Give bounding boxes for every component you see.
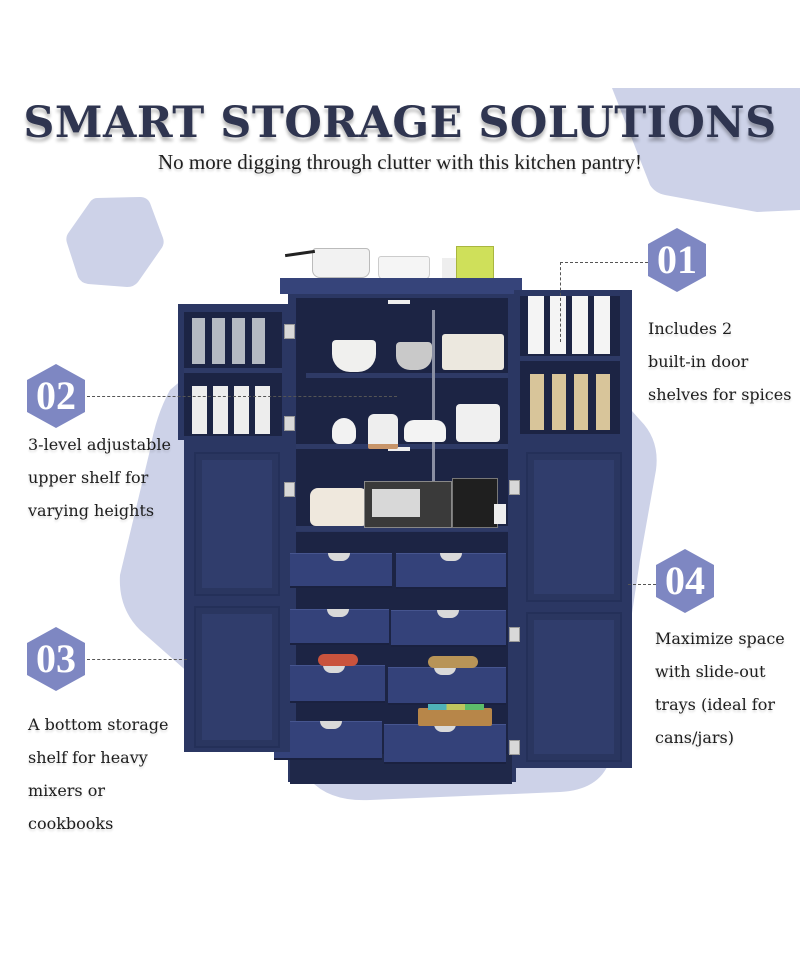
paper-towel-rolls-icon [528,296,612,354]
bowls-icon [332,340,376,372]
slide-out-tray-1[interactable] [288,553,392,586]
leader-line-02 [87,396,397,397]
pot-icon [312,248,370,278]
hexagon-icon [656,549,714,613]
handle-middle [388,447,410,451]
shelf-3 [296,526,508,531]
coffee-maker-icon [452,478,498,528]
casserole-icon [456,404,500,442]
slow-cooker-icon [310,488,368,526]
shelf-rail [432,310,435,525]
plates-icon [404,420,446,442]
badge-02: 02 [27,364,85,428]
badge-04: 04 [656,549,714,613]
left-door-panel-upper [194,452,280,596]
badge-01: 01 [648,228,706,292]
feature-text-01: Includes 2 built-in door shelves for spi… [648,319,792,404]
canister-icon [442,258,456,278]
shelf-2 [296,444,508,449]
page-title: SMART STORAGE SOLUTIONS [23,98,777,148]
slide-out-tray-3[interactable] [283,609,389,643]
feature-text-03: A bottom storage shelf for heavy mixers … [28,715,169,833]
kettle-icon [368,414,398,449]
leader-line-04 [628,584,656,585]
mug-icon [494,504,506,524]
right-rack-shelf [520,356,620,361]
handle-top [388,300,410,304]
pasta-jars-icon [530,374,612,430]
hinge-icon [284,324,295,339]
leader-line-03 [87,659,187,660]
storage-container-icon [442,334,504,370]
hinge-icon [509,627,520,642]
page-subtitle: No more digging through clutter with thi… [157,150,643,174]
hexagon-shape-small [66,197,164,287]
spice-jars-icon [418,708,492,726]
hinge-icon [509,740,520,755]
jar-lids-icon [428,704,484,710]
leader-line-01 [560,262,648,263]
feature-text-04: Maximize space with slide-out trays (ide… [655,629,785,747]
slide-out-tray-2[interactable] [396,553,506,587]
hinge-icon [509,480,520,495]
tomatoes-icon [318,654,358,666]
badge-03: 03 [27,627,85,691]
potatoes-icon [428,656,478,668]
leader-line-01-vertical [560,262,561,342]
slide-out-tray-7[interactable] [274,721,382,758]
right-door-panel-upper [526,452,622,602]
oil-bottles-icon [192,386,272,434]
cereal-box-icon [456,246,494,280]
cabinet-top [280,278,522,294]
right-door-panel-lower [526,612,622,762]
slide-out-tray-4[interactable] [391,610,506,645]
shelf-1 [306,373,508,378]
slide-out-tray-6[interactable] [388,667,506,703]
hexagon-icon [27,627,85,691]
hexagon-shape-top-right [612,88,800,212]
hinge-icon [284,416,295,431]
spice-grinders-icon [192,318,272,364]
hexagon-icon [27,364,85,428]
feature-text-02: 3-level adjustable upper shelf for varyi… [28,435,171,520]
stock-pot-icon [378,256,430,280]
hinge-icon [284,482,295,497]
left-rack-shelf [184,368,282,373]
mixing-bowls-icon [396,342,432,370]
vase-icon [332,418,356,444]
left-door-panel-lower [194,606,280,748]
slide-out-tray-8[interactable] [384,724,506,762]
hexagon-icon [648,228,706,292]
slide-out-tray-5[interactable] [279,665,385,701]
microwave-window [372,489,420,517]
